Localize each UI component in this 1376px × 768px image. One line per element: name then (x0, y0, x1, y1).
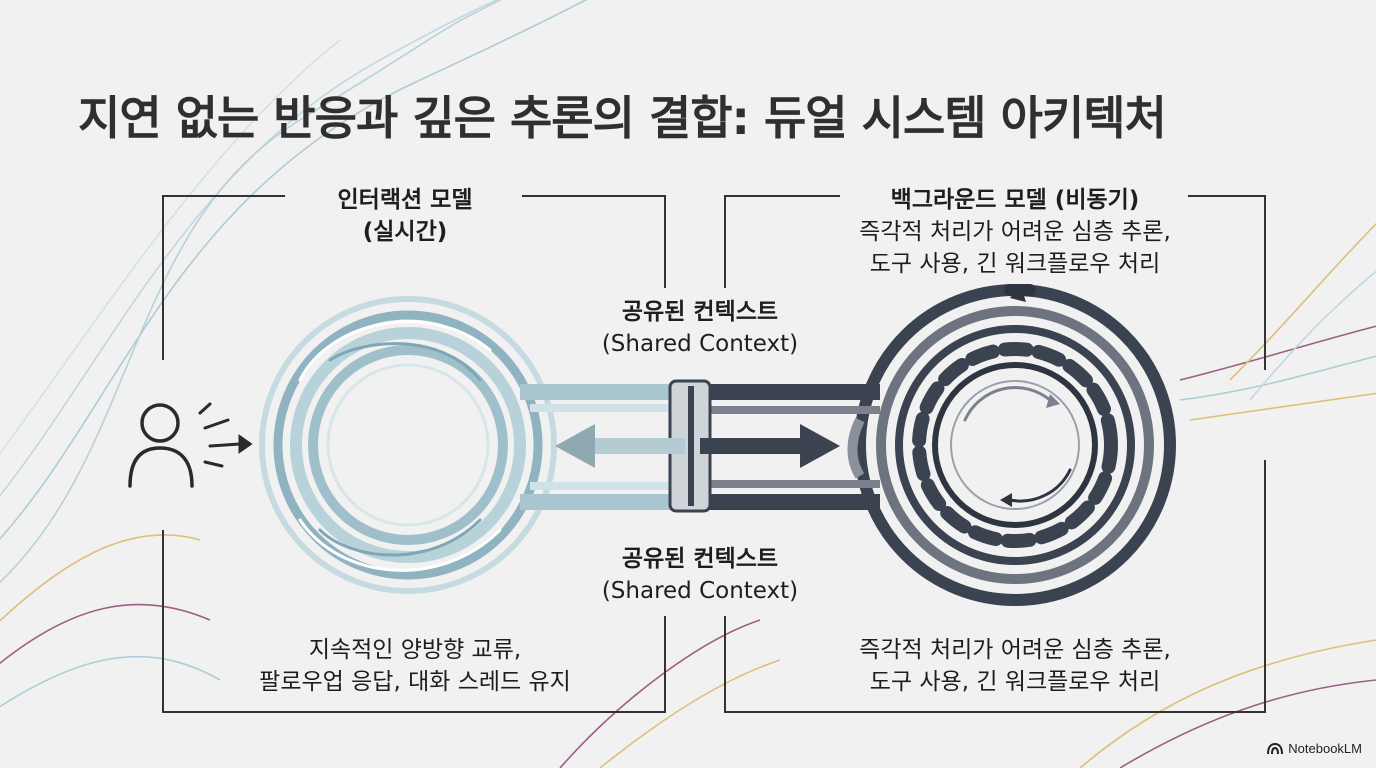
left-panel-desc-line2: 팔로우업 응답, 대화 스레드 유지 (259, 669, 571, 695)
right-panel-frame (724, 195, 1266, 713)
watermark-text: NotebookLM (1288, 741, 1362, 756)
right-connector-tubes (700, 384, 880, 510)
gear-icon (854, 284, 1176, 606)
right-panel-description: 즉각적 처리가 어려운 심층 추론, 도구 사용, 긴 워크플로우 처리 (790, 634, 1240, 698)
left-panel-description: 지속적인 양방향 교류, 팔로우업 응답, 대화 스레드 유지 (200, 634, 630, 698)
left-panel-desc-line1: 지속적인 양방향 교류, (308, 637, 522, 663)
swirl-loop-icon (259, 296, 557, 594)
shared-context-top: 공유된 컨텍스트 (Shared Context) (570, 296, 830, 360)
right-panel-desc-line2: 도구 사용, 긴 워크플로우 처리 (869, 669, 1161, 695)
right-panel-sub-line2: 도구 사용, 긴 워크플로우 처리 (869, 251, 1161, 277)
left-panel-frame (162, 195, 666, 713)
user-icon (128, 403, 194, 488)
right-panel-header: 백그라운드 모델 (비동기) 즉각적 처리가 어려운 심층 추론, 도구 사용,… (795, 184, 1235, 280)
left-panel-title-line1: 인터랙션 모델 (337, 187, 473, 213)
right-panel-desc-line1: 즉각적 처리가 어려운 심층 추론, (859, 637, 1171, 663)
double-arrow-icon (555, 424, 840, 468)
shared-context-top-line2: (Shared Context) (601, 331, 799, 357)
left-connector-tubes (520, 384, 680, 510)
page-title: 지연 없는 반응과 깊은 추론의 결합: 듀얼 시스템 아키텍처 (78, 91, 1167, 145)
right-panel-title: 백그라운드 모델 (비동기) (890, 187, 1140, 213)
right-panel-sub-line1: 즉각적 처리가 어려운 심층 추론, (859, 219, 1171, 245)
notebooklm-watermark: NotebookLM (1267, 741, 1362, 756)
left-panel-title: 인터랙션 모델 (실시간) (290, 184, 520, 248)
speech-burst-icon (198, 402, 253, 468)
notebooklm-logo-icon (1267, 742, 1284, 754)
shared-context-bottom: 공유된 컨텍스트 (Shared Context) (570, 543, 830, 607)
shared-context-top-line1: 공유된 컨텍스트 (621, 299, 779, 325)
shared-context-bottom-line1: 공유된 컨텍스트 (621, 546, 779, 572)
shared-context-bottom-line2: (Shared Context) (601, 578, 799, 604)
left-panel-title-line2: (실시간) (362, 219, 448, 245)
